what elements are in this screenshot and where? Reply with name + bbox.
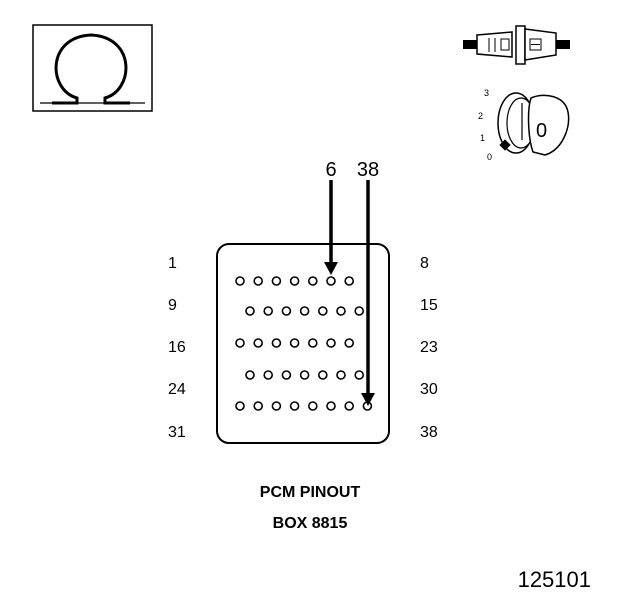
row-2-end: 15 [420,297,438,314]
row-3-end: 23 [420,339,438,356]
pin-17 [253,338,264,348]
key-position-1: 1 [480,133,485,143]
row-5-start: 31 [168,424,186,441]
pin-22 [344,338,355,348]
pin-25 [263,370,274,380]
ohm-symbol-icon [32,24,153,112]
probe-label-pin-6: 6 [325,159,336,181]
pin-36 [326,401,336,411]
row-4-start: 24 [168,381,186,398]
key-position-2: 2 [478,111,483,121]
pin-11 [281,306,292,316]
pin-10 [263,306,274,316]
pin-24 [245,370,255,380]
ignition-key-off-icon: 3 2 1 0 0 [478,88,570,162]
key-label: 0 [536,120,547,142]
probe-label-pin-38: 38 [357,159,379,181]
row-5-end: 38 [420,424,438,441]
pin-27 [299,370,310,380]
row-range-labels: 1 8 9 15 16 23 24 30 31 38 [168,255,438,441]
pin-20 [307,338,318,348]
row-4-end: 30 [420,381,438,398]
pin-4 [289,276,300,286]
pin-12 [299,306,310,316]
pin-28 [317,370,328,380]
pin-13 [317,306,328,316]
caption-title: PCM PINOUT [260,484,361,501]
pin-31 [235,401,245,411]
figure-number: 125101 [518,567,591,592]
connector-body [216,243,390,444]
caption-subtitle: BOX 8815 [273,515,348,532]
pin-5 [307,276,318,286]
pin-26 [281,370,292,380]
pin-19 [289,338,300,348]
row-1-end: 8 [420,255,429,272]
pin-21 [326,338,336,348]
connector-pin-grid [235,276,373,411]
row-3-start: 16 [168,339,186,356]
pin-29 [336,370,346,380]
key-position-0: 0 [487,152,492,162]
row-2-start: 9 [168,297,177,314]
disconnected-connector-icon [463,25,570,65]
pin-6 [326,276,336,286]
pin-14 [336,306,346,316]
pin-9 [245,306,255,316]
row-1-start: 1 [168,255,177,272]
probe-arrow-pin-6 [324,180,338,275]
pin-35 [307,401,318,411]
probe-arrow-pin-38 [361,180,375,406]
pin-1 [235,276,245,286]
pin-7 [344,276,355,286]
pin-30 [354,370,365,380]
pin-37 [344,401,355,411]
pin-16 [235,338,245,348]
pin-34 [289,401,300,411]
pin-2 [253,276,264,286]
key-position-3: 3 [484,88,489,98]
pin-3 [271,276,282,286]
pin-32 [253,401,264,411]
pin-18 [271,338,282,348]
pin-33 [271,401,282,411]
pin-15 [354,306,365,316]
